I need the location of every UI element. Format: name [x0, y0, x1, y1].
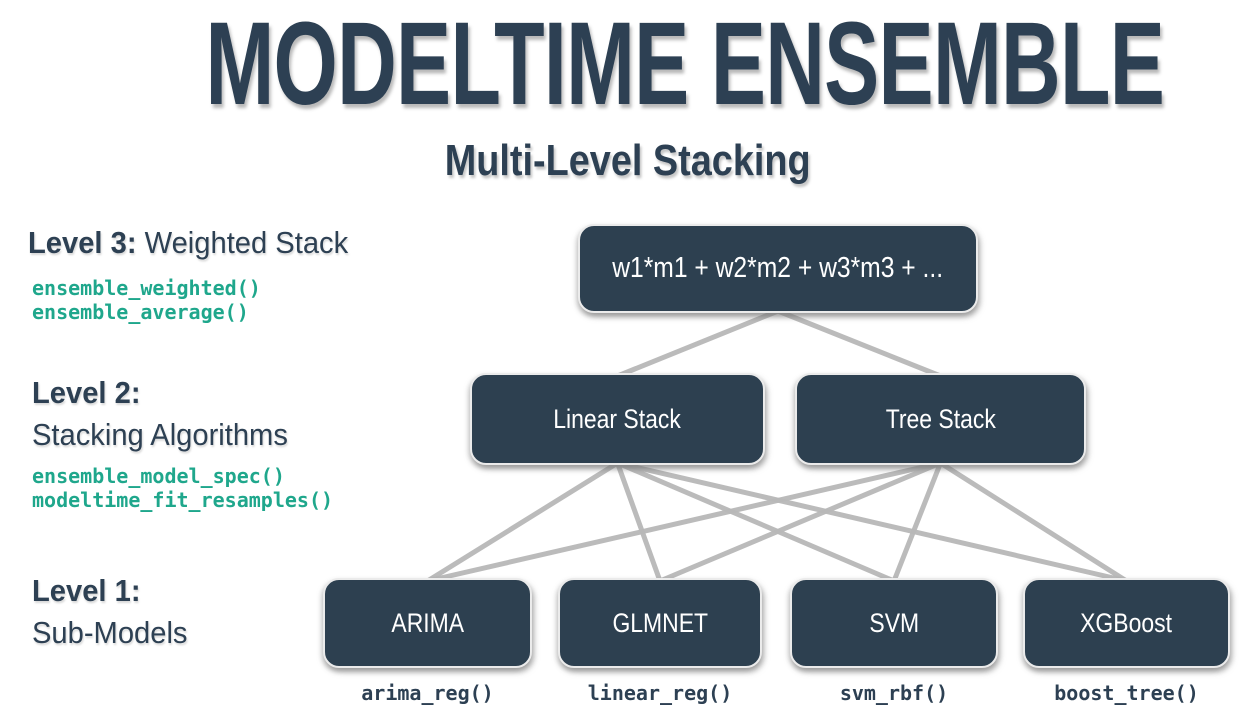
node-label: SVM — [869, 607, 919, 638]
node-label: Tree Stack — [885, 403, 996, 434]
code-line: ensemble_weighted() — [32, 276, 261, 300]
level-3-heading: Level 3: Weighted Stack — [28, 222, 369, 264]
diagram-node-glmnet: GLMNET — [558, 578, 762, 668]
level-2-heading-bold: Level 2: — [32, 375, 141, 410]
node-label: w1*m1 + w2*m2 + w3*m3 + ... — [612, 252, 944, 284]
level-3-functions: ensemble_weighted() ensemble_average() — [32, 276, 261, 324]
sub-model-code-svm: svm_rbf() — [839, 681, 949, 705]
page-title-text: MODELTIME ENSEMBLE — [205, 0, 1165, 130]
level-3-heading-rest: Weighted Stack — [136, 225, 349, 260]
page-subtitle: Multi-Level Stacking — [0, 136, 1256, 186]
level-2-heading-rest: Stacking Algorithms — [32, 417, 288, 452]
node-label: GLMNET — [612, 607, 708, 638]
code-line: ensemble_average() — [32, 300, 249, 324]
page-subtitle-text: Multi-Level Stacking — [445, 136, 811, 185]
sub-model-code-glmnet: linear_reg() — [587, 681, 733, 705]
page-title: MODELTIME ENSEMBLE — [0, 0, 1256, 128]
level-3-heading-bold: Level 3: — [28, 225, 137, 260]
diagram-node-linear-stack: Linear Stack — [470, 373, 765, 465]
level-1-heading-bold: Level 1: — [32, 573, 141, 608]
node-label: XGBoost — [1080, 607, 1173, 638]
node-label: ARIMA — [391, 607, 464, 638]
code-line: ensemble_model_spec() — [32, 464, 285, 488]
diagram-node-weighted-formula: w1*m1 + w2*m2 + w3*m3 + ... — [578, 224, 978, 313]
sub-model-code-xgboost: boost_tree() — [1054, 681, 1199, 705]
diagram-node-arima: ARIMA — [323, 578, 532, 668]
code-line: modeltime_fit_resamples() — [32, 488, 334, 512]
diagram-node-xgboost: XGBoost — [1023, 578, 1230, 668]
sub-model-code-arima: arima_reg() — [361, 681, 494, 705]
diagram-node-tree-stack: Tree Stack — [795, 373, 1086, 465]
level-2-heading: Level 2: Stacking Algorithms — [32, 372, 304, 456]
node-label: Linear Stack — [553, 403, 682, 434]
level-2-functions: ensemble_model_spec() modeltime_fit_resa… — [32, 464, 333, 512]
diagram-node-svm: SVM — [790, 578, 998, 668]
level-1-heading: Level 1: Sub-Models — [32, 570, 197, 654]
level-1-heading-rest: Sub-Models — [32, 615, 188, 650]
